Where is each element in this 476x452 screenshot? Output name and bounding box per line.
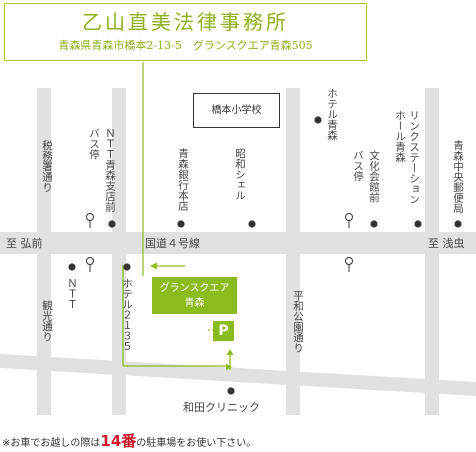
destination-line2: 青森 <box>184 298 205 309</box>
office-title: 乙山直美法律事務所 <box>82 10 289 34</box>
label-zeimusho: 税務署通り <box>41 139 53 192</box>
busstop-icon <box>345 213 353 228</box>
hotel-aomori-dot <box>314 116 322 124</box>
aomori-bank-dot <box>177 220 185 228</box>
busstop-icon <box>345 257 353 272</box>
chuo-post-dot <box>454 220 462 228</box>
showa-shell-dot <box>248 220 256 228</box>
route-arrow-entry <box>150 262 185 270</box>
label-hotel-aomori: ホテル青森 <box>326 88 338 141</box>
office-address: 青森県青森市橋本2-13-5 グランスクエア青森505 <box>58 39 313 52</box>
parking-icon: P <box>213 321 234 341</box>
header-box: 乙山直美法律事務所 青森県青森市橋本2-13-5 グランスクエア青森505 <box>4 3 367 61</box>
destination-line1: グランスクエア <box>159 283 230 294</box>
road-route4 <box>0 232 476 254</box>
school-box: 橋本小学校 <box>193 93 280 128</box>
label-heiwa: 平和公園通り <box>292 290 304 353</box>
label-ntt: ＮＴＴ <box>66 278 78 310</box>
label-bunka-busstop: 文化会館前 <box>368 149 380 203</box>
link-station-dot <box>414 220 422 228</box>
footnote-highlight: 14番 <box>100 432 137 450</box>
busstop-icon <box>86 213 94 228</box>
busstop-icon <box>86 257 94 272</box>
wada-clinic-dot <box>227 387 235 395</box>
label-aomori-bank: 青森銀行本店 <box>177 147 189 212</box>
ntt-dot <box>68 263 76 271</box>
footnote-before: ※お車でお越しの際は <box>2 438 101 449</box>
label-bunka-busstop-b: バス停 <box>352 150 364 182</box>
label-showa-shell: 昭和シェル <box>234 148 246 201</box>
label-hotel-2135: ホテル２１３５ <box>121 278 133 352</box>
destination-building: グランスクエア 青森 <box>152 277 237 314</box>
ntt-busstop-dot <box>108 220 116 228</box>
label-link-station-a: ホール青森 <box>394 110 406 163</box>
label-kanko: 観光通り <box>41 299 53 342</box>
label-busstop-part2: バス停 <box>88 128 100 160</box>
label-route4: 国道４号線 <box>145 236 200 250</box>
parking-footnote: ※お車でお越しの際は14番の駐車場をお使い下さい。 <box>2 430 256 451</box>
label-to-asamushi: 至 浅虫 <box>428 237 465 250</box>
label-ntt-busstop: ＮＴＴ青森支店前 <box>104 128 116 213</box>
label-to-hirosaki: 至 弘前 <box>6 236 43 250</box>
road-lower-diagonal <box>0 354 476 396</box>
hotel-2135-dot <box>123 263 131 271</box>
label-wada-clinic: 和田クリニック <box>183 401 260 414</box>
label-link-station: リンクステーション <box>408 110 420 205</box>
bunka-busstop-dot <box>370 220 378 228</box>
footnote-after: の駐車場をお使い下さい。 <box>136 438 257 449</box>
route-arrow-drive <box>122 265 234 371</box>
label-chuo-post: 青森中央郵便局 <box>452 139 464 214</box>
